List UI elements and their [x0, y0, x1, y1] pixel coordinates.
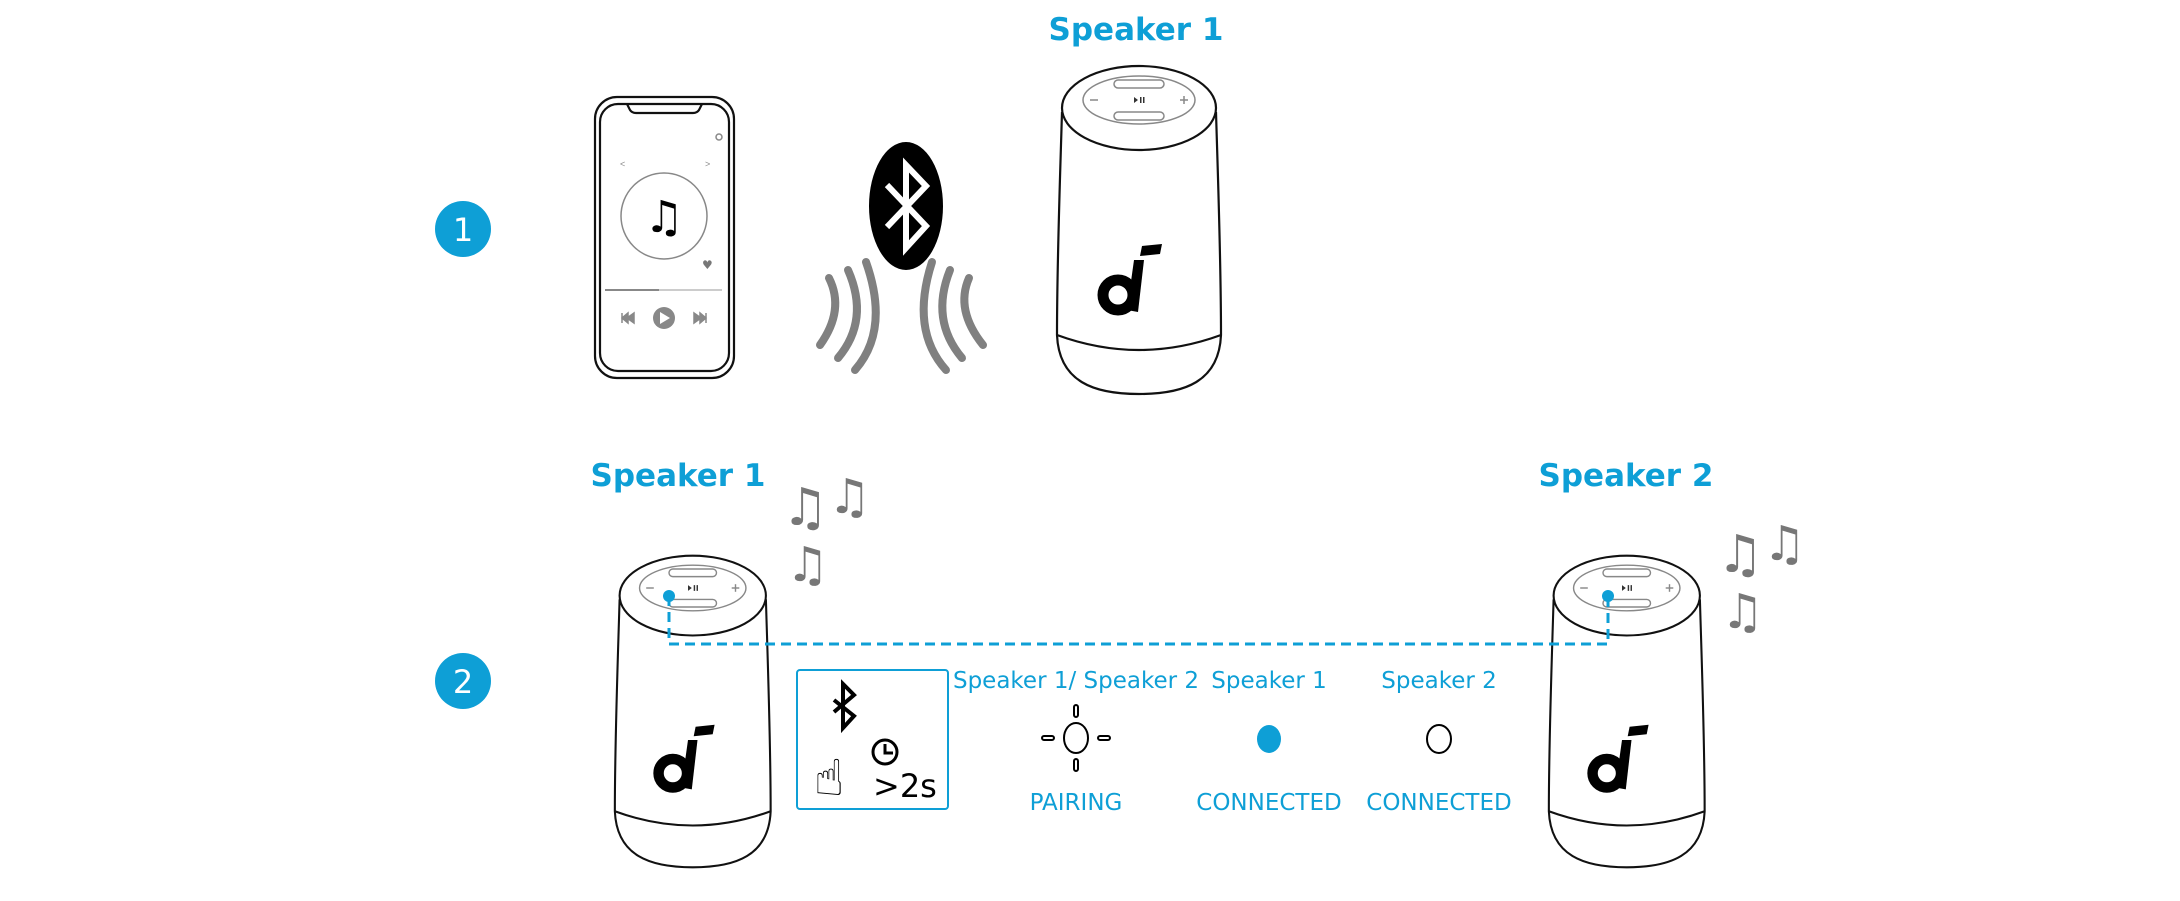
step-number-badge	[435, 653, 491, 709]
bluetooth-button-link-line	[667, 596, 1610, 646]
indicator-title: Speaker 2	[1381, 668, 1497, 694]
indicator-state: CONNECTED	[1196, 790, 1341, 816]
indicator-title: Speaker 1	[1211, 668, 1327, 694]
speaker-1-image	[1057, 66, 1221, 394]
hold-duration: >2s	[873, 767, 937, 805]
speaker-2-image	[1549, 556, 1705, 868]
svg-text:♥: ♥	[702, 258, 713, 272]
blinking-light-icon	[1041, 704, 1111, 772]
hand-press-icon: ☝	[814, 749, 844, 807]
music-notes-icon	[1717, 516, 1807, 640]
speaker-1-title: Speaker 1	[1049, 12, 1224, 48]
step-1: 1 < > ♫ ♥	[435, 12, 1223, 394]
bluetooth-button-marker	[663, 590, 675, 602]
phone-icon: < > ♫ ♥	[593, 95, 736, 380]
speaker-2-title: Speaker 2	[1539, 458, 1714, 494]
bluetooth-button-marker	[1602, 590, 1614, 602]
music-notes-icon	[782, 469, 872, 593]
solid-light-icon	[1257, 725, 1281, 753]
bluetooth-icon	[869, 142, 943, 270]
press-bluetooth-button-box: ☝ >2s	[796, 669, 949, 810]
music-note-icon: ♫	[644, 192, 683, 243]
clock-icon	[871, 738, 899, 766]
speaker-1-image	[615, 556, 771, 868]
step-number-badge	[435, 201, 491, 257]
speaker-1-title: Speaker 1	[591, 458, 766, 494]
indicator-state: PAIRING	[1030, 790, 1123, 816]
off-light-icon	[1426, 724, 1452, 754]
step-number: 1	[453, 211, 473, 249]
signal-waves-icon	[816, 258, 987, 374]
svg-text:<: <	[620, 159, 625, 169]
step-2: 2 Speaker 1 Speaker 2 ☝ >2s Speaker 1/ S…	[435, 458, 1807, 868]
bluetooth-icon	[832, 679, 857, 734]
indicator-title: Speaker 1/ Speaker 2	[953, 668, 1199, 694]
step-number: 2	[453, 663, 473, 701]
svg-text:>: >	[705, 159, 710, 169]
indicator-state: CONNECTED	[1366, 790, 1511, 816]
